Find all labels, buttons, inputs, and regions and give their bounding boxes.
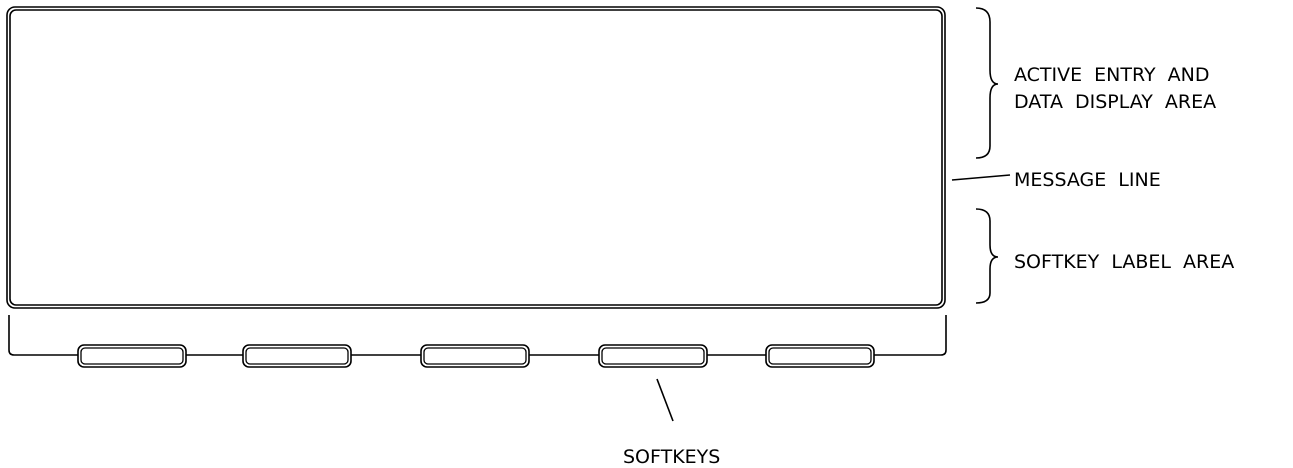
- softkey-5[interactable]: [765, 344, 875, 368]
- softkeys-leader: [656, 378, 674, 422]
- softkeys-label: SOFTKEYS: [623, 446, 720, 468]
- softkey-label-area-label: SOFTKEY LABEL AREA: [1014, 251, 1234, 273]
- softkey-outline-outer: [77, 344, 187, 368]
- softkey-label-brace: [975, 208, 999, 304]
- active-entry-label-line1: ACTIVE ENTRY AND: [1014, 64, 1209, 86]
- display-screen-outer: [6, 6, 946, 309]
- softkey-outline-inner: [601, 347, 705, 365]
- softkey-outline-outer: [765, 344, 875, 368]
- active-entry-label-line2: DATA DISPLAY AREA: [1014, 91, 1216, 113]
- softkey-outline-inner: [423, 347, 527, 365]
- softkey-outline-inner: [768, 347, 872, 365]
- softkeys-row: [77, 344, 875, 368]
- display-screen: [6, 6, 946, 309]
- message-line-label: MESSAGE LINE: [1014, 169, 1161, 191]
- softkey-4[interactable]: [598, 344, 708, 368]
- softkey-outline-inner: [245, 347, 349, 365]
- softkey-1[interactable]: [77, 344, 187, 368]
- message-line-leader: [951, 174, 1011, 181]
- softkey-outline-outer: [420, 344, 530, 368]
- active-entry-brace: [975, 7, 999, 159]
- softkey-2[interactable]: [242, 344, 352, 368]
- softkey-outline-outer: [242, 344, 352, 368]
- softkey-outline-outer: [598, 344, 708, 368]
- softkey-3[interactable]: [420, 344, 530, 368]
- display-screen-inner: [9, 9, 943, 306]
- softkey-outline-inner: [80, 347, 184, 365]
